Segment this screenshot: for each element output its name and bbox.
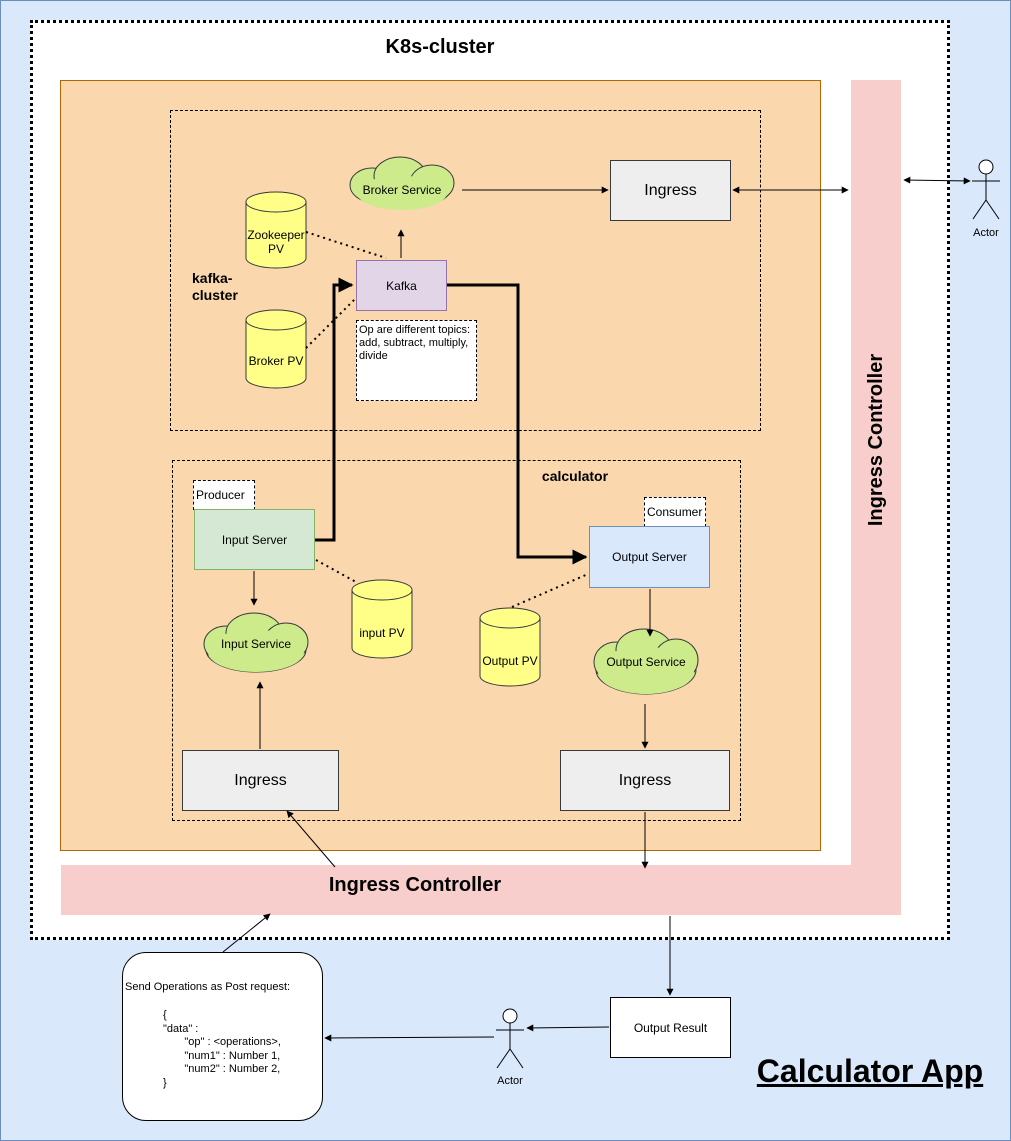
output-ingress: Ingress: [560, 750, 730, 811]
kafka-cluster-label: kafka- cluster: [192, 270, 238, 303]
broker-pv-label: Broker PV: [248, 354, 304, 368]
ingress-controller-horizontal-bar: [61, 865, 901, 915]
calculator-group: [172, 460, 741, 821]
calculator-label: calculator: [541, 468, 609, 484]
broker-service-label: Broker Service: [362, 183, 442, 197]
input-pv-label: input PV: [359, 626, 405, 640]
actor-right-figure: [972, 159, 1000, 220]
actor-right-label: Actor: [973, 227, 999, 239]
input-service-label: Input Service: [220, 637, 292, 651]
app-title: Calculator App: [756, 1053, 984, 1089]
output-pv-link: [511, 573, 589, 608]
input-pv-cylinder: [351, 579, 413, 659]
input-server-to-kafka-arrow: [315, 277, 354, 542]
output-result: Output Result: [610, 997, 731, 1058]
post-request-note: Send Operations as Post request: { "data…: [122, 952, 323, 1121]
ingress-controller-vertical-bar: [851, 80, 901, 885]
broker-pv-cylinder: [245, 309, 307, 389]
output-service-cloud: [593, 628, 699, 695]
broker-service-cloud: [349, 156, 455, 210]
actor-bottom-label: Actor: [497, 1075, 523, 1087]
input-ingress: Ingress: [182, 750, 339, 811]
zookeeper-pv-cylinder: [245, 191, 307, 269]
output-pv-label: Output PV: [482, 654, 538, 668]
post-request-body: { "data" : "op" : <operations>, "num1" :…: [163, 1009, 281, 1089]
output-result-to-actor-arrow: [526, 1024, 610, 1032]
output-service-label: Output Service: [606, 655, 686, 669]
kafka-broker: Kafka: [356, 260, 447, 311]
input-server: Input Server: [194, 509, 315, 570]
ingress-controller-horizontal-label: Ingress Controller: [328, 874, 502, 896]
actor-bottom-figure: [496, 1008, 524, 1069]
input-service-cloud: [203, 612, 309, 673]
k8s-cluster-title: K8s-cluster: [385, 36, 495, 58]
actor-to-post-request-arrow: [324, 1034, 495, 1042]
input-pv-link: [315, 559, 357, 583]
kafka-ingress: Ingress: [610, 160, 731, 221]
post-request-to-controller-arrow: [222, 913, 271, 953]
output-pv-cylinder: [479, 607, 541, 687]
broker-pv-link: [305, 297, 357, 349]
post-request-title: Send Operations as Post request:: [125, 981, 291, 993]
output-server: Output Server: [589, 526, 710, 588]
controller-to-input-ingress-arrow: [286, 810, 336, 868]
zookeeper-pv-label: Zookeeper PV: [247, 228, 305, 256]
zookeeper-link: [305, 231, 387, 259]
controller-to-actor-arrow: [903, 176, 971, 185]
kafka-to-output-server-arrow: [447, 283, 588, 565]
topics-note: Op are different topics: add, subtract, …: [356, 320, 477, 401]
kafka-cluster-group: [170, 110, 761, 431]
